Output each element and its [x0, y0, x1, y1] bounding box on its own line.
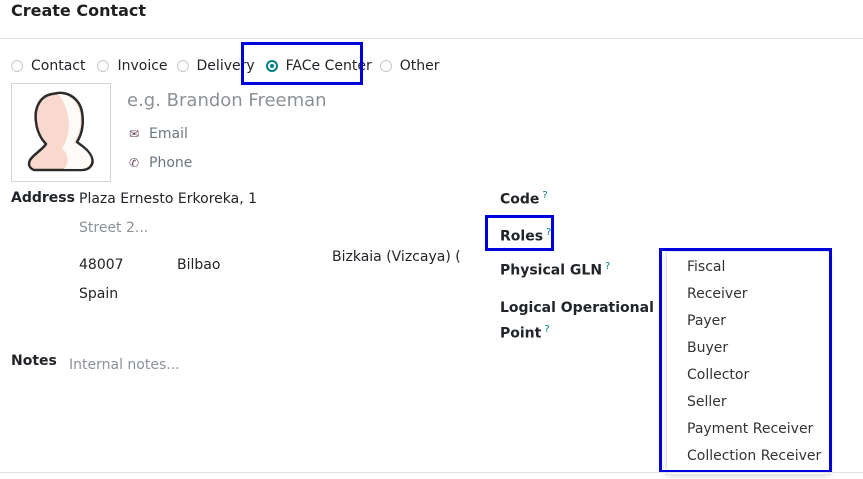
- role-option-collection-receiver[interactable]: Collection Receiver: [687, 448, 822, 464]
- role-option-collector[interactable]: Collector: [687, 367, 750, 383]
- radio-circle-checked[interactable]: [265, 60, 278, 72]
- street-input[interactable]: Plaza Ernesto Erkoreka, 1: [79, 191, 258, 207]
- radio-contact[interactable]: Contact: [11, 58, 85, 74]
- code-label: Code?: [500, 190, 548, 208]
- radio-label: Other: [399, 58, 440, 74]
- radio-label: Invoice: [117, 58, 168, 74]
- role-option-buyer[interactable]: Buyer: [687, 340, 729, 356]
- role-option-receiver[interactable]: Receiver: [687, 286, 748, 302]
- physical-gln-label: Physical GLN?: [500, 261, 610, 279]
- envelope-icon: ✉: [129, 127, 140, 141]
- help-icon[interactable]: ?: [542, 190, 548, 201]
- help-icon[interactable]: ?: [544, 324, 550, 335]
- help-icon[interactable]: ?: [605, 261, 611, 272]
- dialog-title: Create Contact: [11, 1, 147, 20]
- notes-input[interactable]: Internal notes...: [69, 357, 180, 373]
- roles-label: Roles?: [500, 227, 551, 245]
- footer-divider: [0, 472, 863, 473]
- role-option-payer[interactable]: Payer: [687, 313, 727, 329]
- phone-field[interactable]: ✆ Phone: [129, 155, 192, 171]
- street2-input[interactable]: Street 2...: [79, 220, 149, 236]
- radio-label: Delivery: [196, 58, 255, 74]
- radio-circle[interactable]: [97, 60, 110, 72]
- logical-point-label: Logical Operational Point?: [500, 298, 654, 345]
- radio-circle[interactable]: [379, 60, 392, 72]
- phone-icon: ✆: [129, 156, 140, 170]
- highlight-face-center: [241, 42, 363, 85]
- avatar-placeholder-icon: [27, 91, 94, 172]
- logical-point-label-line1: Logical Operational: [500, 300, 654, 316]
- phone-placeholder: Phone: [149, 155, 193, 171]
- radio-circle[interactable]: [176, 60, 189, 72]
- avatar[interactable]: [11, 83, 111, 182]
- email-field[interactable]: ✉ Email: [129, 126, 188, 142]
- role-option-payment-receiver[interactable]: Payment Receiver: [687, 421, 814, 437]
- contact-type-radio-group: Contact Invoice Delivery FACe Center Oth…: [11, 57, 439, 75]
- radio-face-center[interactable]: FACe Center: [265, 58, 372, 74]
- zip-input[interactable]: 48007: [79, 257, 124, 273]
- radio-circle[interactable]: [11, 60, 23, 72]
- header-divider: [0, 38, 863, 39]
- radio-label: FACe Center: [285, 58, 372, 74]
- radio-invoice[interactable]: Invoice: [97, 58, 168, 74]
- role-option-seller[interactable]: Seller: [687, 394, 727, 410]
- physical-gln-label-text: Physical GLN: [500, 262, 603, 279]
- name-input[interactable]: e.g. Brandon Freeman: [127, 90, 327, 111]
- address-label: Address: [11, 190, 75, 206]
- notes-label: Notes: [11, 353, 57, 369]
- radio-other[interactable]: Other: [379, 58, 440, 74]
- code-label-text: Code: [500, 191, 540, 208]
- state-select[interactable]: Bizkaia (Vizcaya) (: [332, 249, 461, 265]
- help-icon[interactable]: ?: [546, 227, 552, 238]
- country-select[interactable]: Spain: [79, 286, 119, 302]
- highlight-roles-dropdown: [659, 248, 832, 473]
- roles-dropdown: Fiscal Receiver Payer Buyer Collector Se…: [666, 251, 830, 475]
- logical-point-label-line2: Point: [500, 325, 542, 342]
- role-option-fiscal[interactable]: Fiscal: [687, 259, 726, 275]
- city-input[interactable]: Bilbao: [177, 257, 221, 273]
- highlight-roles: [485, 215, 554, 251]
- radio-label: Contact: [31, 58, 86, 74]
- roles-label-text: Roles: [500, 228, 544, 245]
- email-placeholder: Email: [149, 126, 188, 142]
- radio-delivery[interactable]: Delivery: [176, 58, 255, 74]
